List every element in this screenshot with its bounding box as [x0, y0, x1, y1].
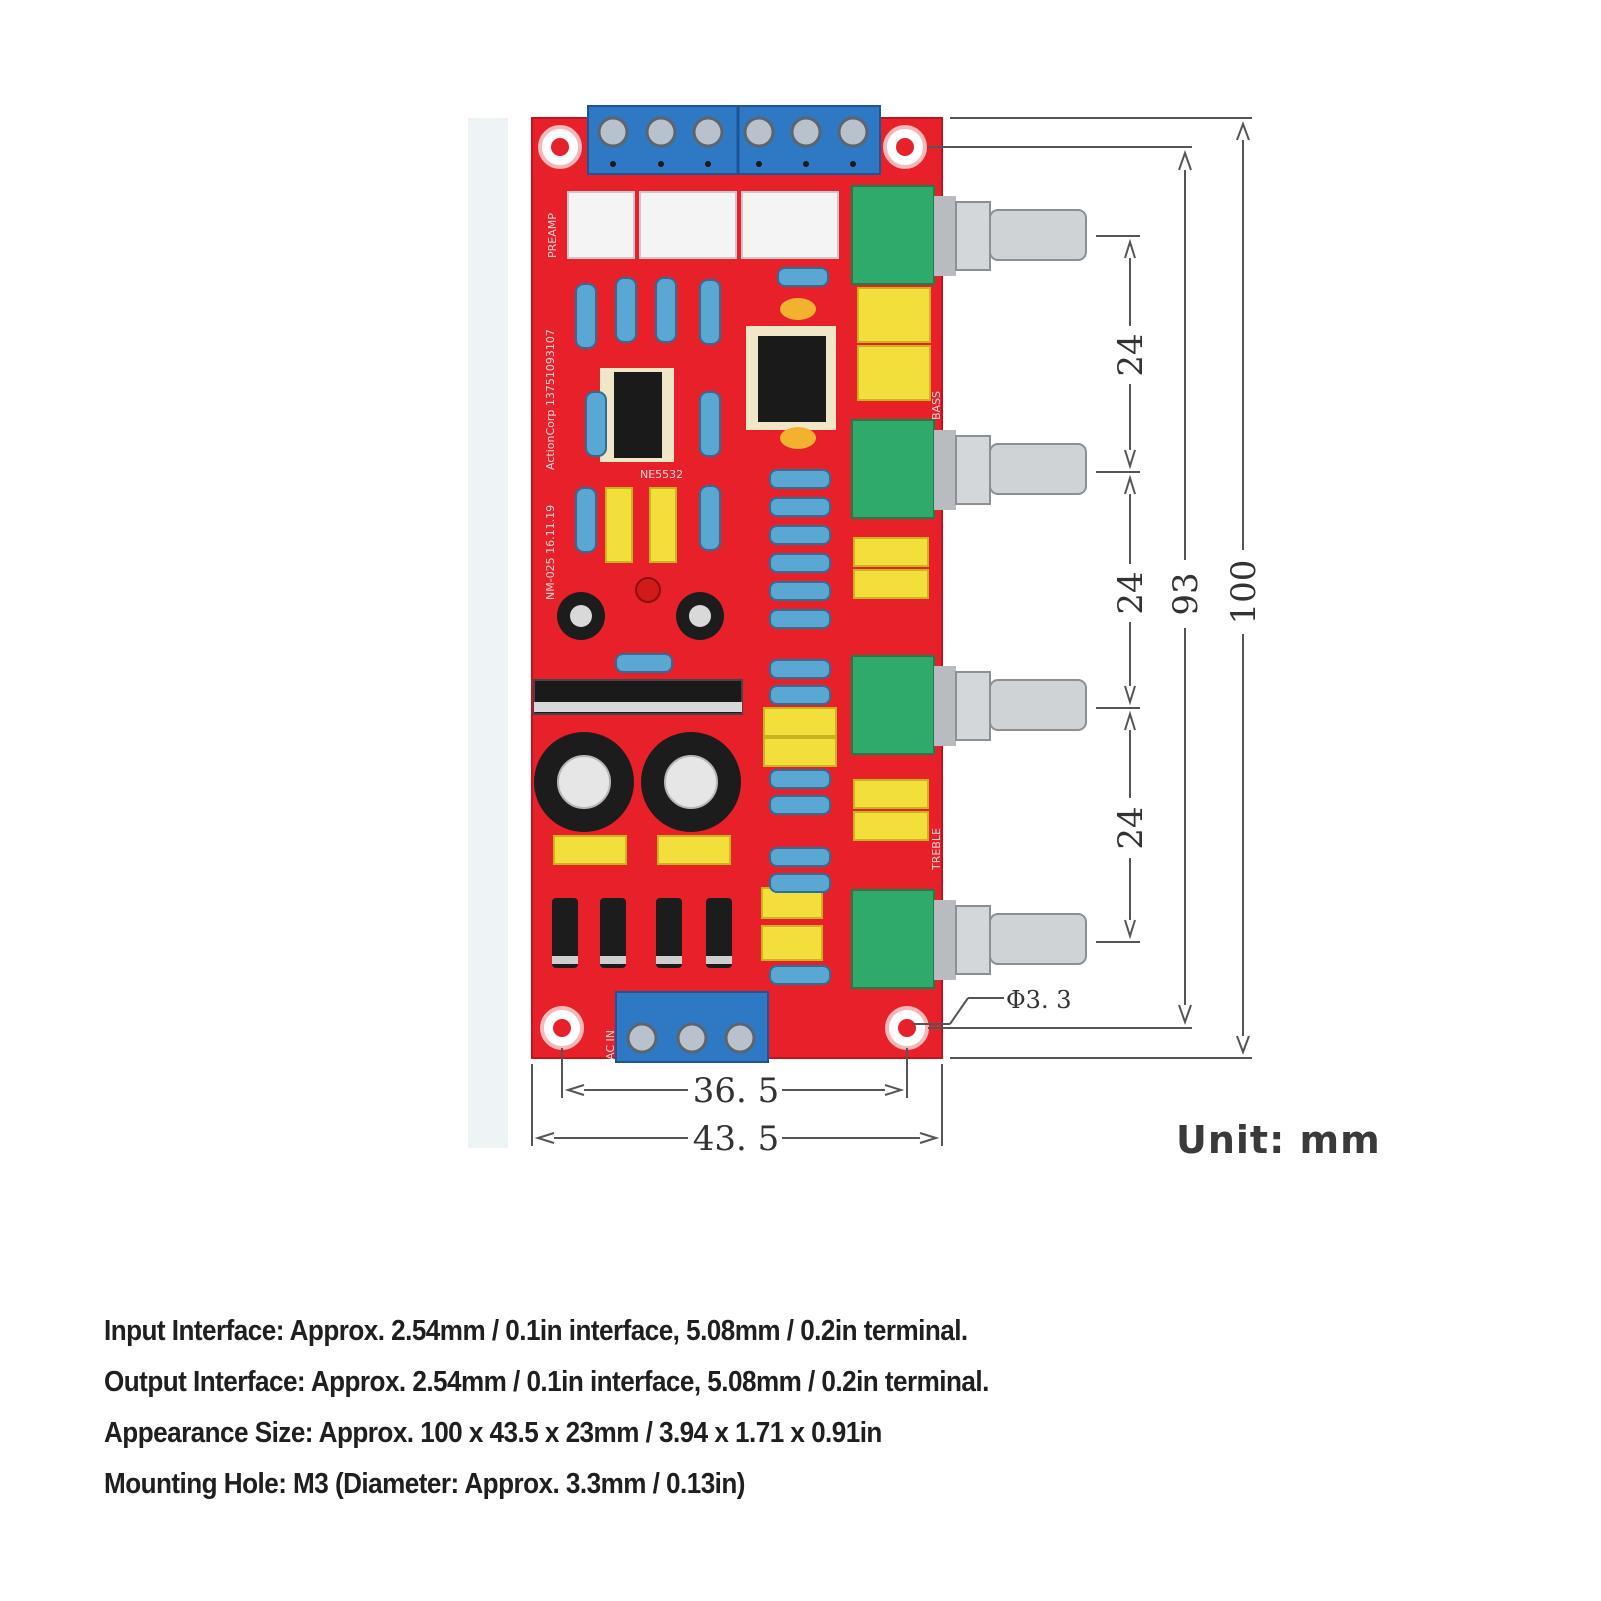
heatsink-base — [534, 702, 742, 712]
dimension-label-93: 93 — [1166, 572, 1206, 615]
potentiometer-2 — [851, 419, 1087, 519]
mounting-hole-bottom-left — [540, 1006, 584, 1050]
dimension-line-93 — [928, 146, 1192, 1029]
dimension-label-24-middle: 24 — [1111, 571, 1151, 614]
terminal-block-top — [587, 105, 881, 175]
dimension-label-24-top: 24 — [1111, 333, 1151, 376]
silkscreen-treble: TREBLE — [930, 828, 943, 871]
pcb-dimension-diagram: ActionCorp 13751093107 NM-025 16.11.19 N… — [468, 105, 1264, 1159]
potentiometer-3 — [851, 655, 1087, 755]
silkscreen-preamp: PREAMP — [546, 213, 559, 258]
silkscreen-company: ActionCorp 13751093107 — [544, 329, 557, 470]
header-connectors — [567, 191, 839, 259]
dimension-label-43-5: 43. 5 — [693, 1119, 780, 1159]
ic-chip-left — [600, 368, 674, 462]
dimension-lines-24 — [1096, 235, 1140, 943]
dimension-label-hole-diameter: Φ3. 3 — [1006, 986, 1071, 1014]
photo-backdrop — [468, 118, 508, 1148]
resistors — [575, 267, 831, 985]
spec-list: Input Interface: Approx. 2.54mm / 0.1in … — [104, 1306, 1504, 1510]
spec-input-interface: Input Interface: Approx. 2.54mm / 0.1in … — [104, 1315, 968, 1347]
mounting-hole-bottom-right — [885, 1006, 929, 1050]
terminal-block-bottom — [615, 991, 769, 1063]
film-capacitors — [553, 287, 931, 961]
silkscreen-chip: NE5532 — [640, 468, 683, 481]
spec-output-interface: Output Interface: Approx. 2.54mm / 0.1in… — [104, 1366, 989, 1398]
dimension-label-36-5: 36. 5 — [693, 1071, 780, 1111]
dimension-line-36-5 — [561, 1048, 908, 1098]
dimension-label-24-bottom: 24 — [1111, 806, 1151, 849]
ic-chip-right — [746, 326, 836, 430]
spec-appearance-size: Appearance Size: Approx. 100 x 43.5 x 23… — [104, 1417, 882, 1449]
dimension-label-100: 100 — [1224, 560, 1264, 625]
pcb-board: ActionCorp 13751093107 NM-025 16.11.19 N… — [531, 105, 1087, 1063]
silkscreen-model: NM-025 16.11.19 — [544, 505, 557, 600]
dimension-line-100 — [950, 117, 1252, 1059]
mounting-hole-top-left — [538, 125, 582, 169]
dimension-line-43-5 — [531, 1064, 943, 1146]
potentiometer-1 — [851, 185, 1087, 285]
spec-mounting-hole: Mounting Hole: M3 (Diameter: Approx. 3.3… — [104, 1468, 745, 1500]
mounting-hole-top-right — [883, 125, 927, 169]
led — [635, 577, 661, 603]
ceramic-capacitors — [780, 298, 816, 449]
silkscreen-ac-in: AC IN — [604, 1030, 617, 1060]
small-electrolytic-capacitors — [557, 592, 724, 640]
large-electrolytic-capacitors — [534, 732, 741, 832]
rectifier-diodes — [552, 898, 732, 968]
potentiometer-4 — [851, 889, 1087, 989]
unit-label: Unit: mm — [1176, 1118, 1381, 1162]
silkscreen-bass: BASS — [930, 391, 943, 420]
hole-diameter-leader — [913, 997, 1004, 1025]
